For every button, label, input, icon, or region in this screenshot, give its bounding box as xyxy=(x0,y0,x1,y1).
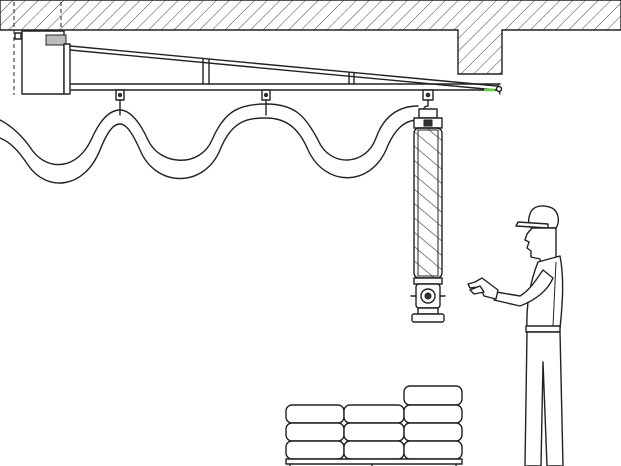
sack-stack-icon xyxy=(285,385,463,466)
hose-trolley-icon xyxy=(115,89,434,116)
ceiling-hatch-icon xyxy=(0,0,621,75)
worker-icon xyxy=(467,205,564,466)
wall-bracket-icon xyxy=(14,30,71,95)
vacuum-hose xyxy=(0,103,419,184)
jib-arm xyxy=(69,45,503,95)
vacuum-lifter-icon xyxy=(410,99,446,323)
